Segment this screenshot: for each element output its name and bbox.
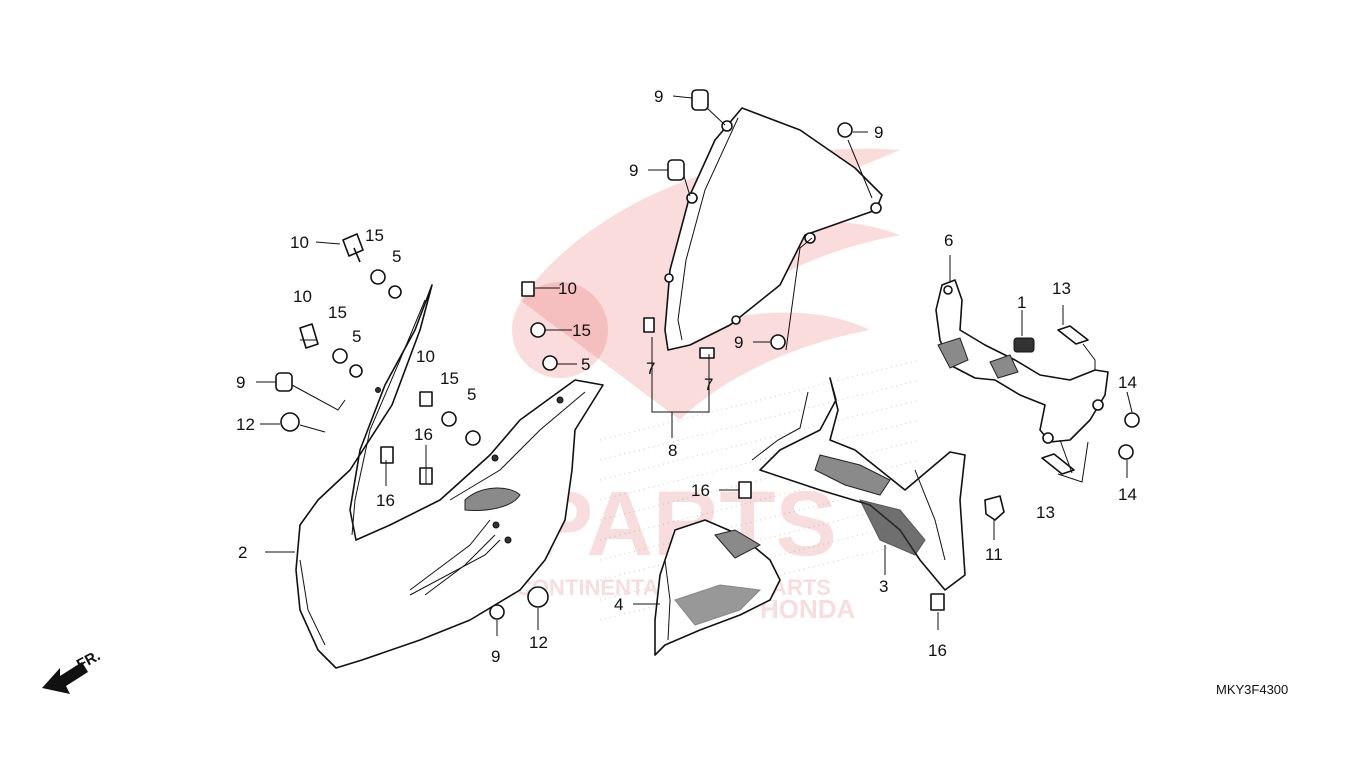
grommet-9b [667, 159, 685, 181]
callout-9-b: 9 [629, 161, 638, 180]
callout-1: 1 [1017, 293, 1026, 312]
callout-16-d: 16 [928, 641, 947, 660]
part-3-inner-panel [751, 377, 966, 591]
callout-15-b: 15 [328, 303, 347, 322]
nut-5b [349, 364, 363, 378]
bolt-10d [419, 391, 433, 407]
part-4-air-duct [654, 519, 781, 656]
hardware [275, 89, 1140, 620]
callout-15-d: 15 [440, 369, 459, 388]
callout-3: 3 [879, 577, 888, 596]
callout-9-f: 9 [491, 647, 500, 666]
grommet-1 [1013, 337, 1035, 353]
grommet-9e [770, 334, 786, 350]
callout-9-d: 9 [734, 333, 743, 352]
clip-7a [643, 317, 655, 333]
bolt-10a [342, 233, 364, 263]
washer-15c [530, 322, 546, 338]
callout-labels: 1 2 3 4 5 5 5 5 6 7 7 8 9 9 9 9 9 9 10 1… [236, 87, 1137, 666]
callout-12-b: 12 [529, 633, 548, 652]
callout-16-b: 16 [414, 425, 433, 444]
clip-16c [738, 481, 752, 499]
callout-7-a: 7 [646, 359, 655, 378]
nut-5c [542, 355, 558, 371]
callout-6: 6 [944, 231, 953, 250]
grommet-9a [691, 89, 709, 111]
part-8-windscreen [664, 107, 883, 351]
fastener-11 [984, 495, 1005, 521]
callout-10-b: 10 [293, 287, 312, 306]
callout-9-e: 9 [236, 373, 245, 392]
grommet-9d [837, 122, 853, 138]
callout-9-c: 9 [874, 123, 883, 142]
callout-16-a: 16 [376, 491, 395, 510]
washer-15b [332, 348, 348, 364]
callout-4: 4 [614, 595, 623, 614]
callout-5-d: 5 [467, 385, 476, 404]
callout-5-b: 5 [352, 327, 361, 346]
nut-5d [465, 430, 481, 446]
clip-16a [380, 446, 394, 464]
grommet-9c [275, 372, 293, 392]
callout-15-a: 15 [365, 226, 384, 245]
callout-16-c: 16 [691, 481, 710, 500]
bolt-13b [1041, 453, 1075, 475]
callout-13-a: 13 [1052, 279, 1071, 298]
nut-14b [1118, 444, 1134, 460]
screw-12b [527, 586, 549, 608]
part-6-stay [935, 279, 1109, 444]
part-2-front-cowl [295, 284, 604, 669]
bolt-13a [1057, 325, 1089, 345]
callout-5-a: 5 [392, 247, 401, 266]
callout-13-b: 13 [1036, 503, 1055, 522]
callout-8: 8 [668, 441, 677, 460]
nut-14a [1124, 412, 1140, 428]
callout-10-c: 10 [558, 279, 577, 298]
bolt-10b [299, 323, 319, 349]
callout-10-a: 10 [290, 233, 309, 252]
callout-7-b: 7 [704, 375, 713, 394]
bolt-10c [521, 281, 535, 297]
callout-9-a: 9 [654, 87, 663, 106]
grommet-9f [489, 604, 505, 620]
callout-14-a: 14 [1118, 373, 1137, 392]
washer-15a [370, 269, 386, 285]
leader-lines [256, 95, 1133, 636]
front-direction-indicator: FR. [42, 647, 103, 694]
clip-7b [699, 347, 715, 359]
screw-12a [280, 412, 300, 432]
callout-11: 11 [985, 545, 1003, 564]
nut-5a [388, 285, 402, 299]
callout-2: 2 [238, 543, 247, 562]
callout-10-d: 10 [416, 347, 435, 366]
clip-16d [930, 593, 945, 611]
callout-12-a: 12 [236, 415, 255, 434]
callout-15-c: 15 [572, 321, 591, 340]
washer-15d [441, 411, 457, 427]
diagram-code: MKY3F4300 [1216, 682, 1289, 697]
callout-5-c: 5 [581, 355, 590, 374]
watermark-partner: HONDA [760, 594, 856, 624]
front-arrow-icon [42, 662, 88, 694]
callout-14-b: 14 [1118, 485, 1137, 504]
